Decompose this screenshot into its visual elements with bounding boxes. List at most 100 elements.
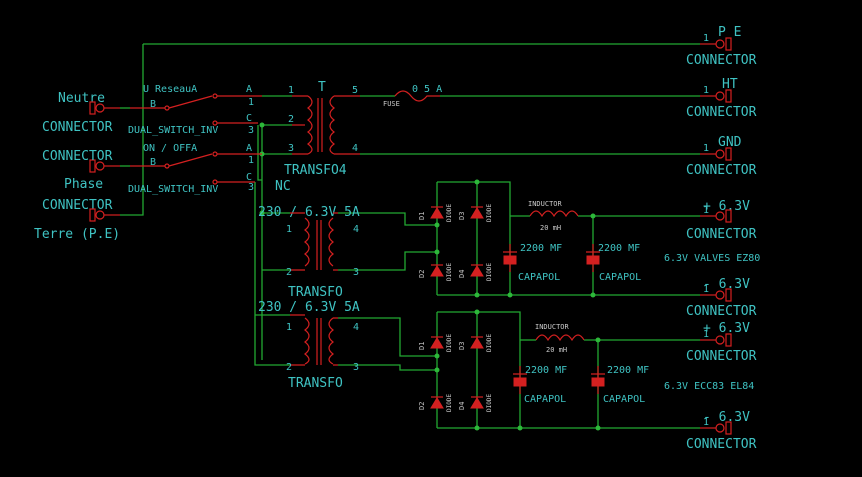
svg-text:1: 1 [703,329,709,340]
capacitor-c1-a[interactable]: 2200 MF CAPAPOL [503,243,562,283]
diode-d4-b[interactable]: D4 DIODE [458,394,493,412]
svg-text:ON / OFFA: ON / OFFA [143,143,197,154]
connector-pe-name: P E [718,25,741,40]
svg-text:4: 4 [352,143,358,154]
svg-text:C: C [246,113,252,124]
connector-plus-63v-b[interactable]: + 6.3V 1 CONNECTOR [686,321,757,364]
svg-text:FUSE: FUSE [383,100,400,108]
connector-gnd-ref: CONNECTOR [686,163,757,178]
transformer-t2[interactable]: 230 / 6.3V 5A 1 2 3 4 TRANSFO [258,205,360,300]
svg-text:Phase: Phase [64,177,103,192]
inductor-a[interactable]: INDUCTOR 20 mH [528,200,579,232]
svg-text:D3: D3 [458,212,466,220]
connector-neutre[interactable]: Neutre CONNECTOR [42,91,120,135]
svg-text:INDUCTOR: INDUCTOR [535,323,570,331]
diode-d1-b[interactable]: D1 DIODE [418,334,453,352]
svg-text:2200 MF: 2200 MF [525,365,567,376]
svg-text:CONNECTOR: CONNECTOR [42,198,113,213]
connector-mid[interactable]: CONNECTOR [42,149,120,173]
svg-text:0 5 A: 0 5 A [412,84,442,95]
svg-text:DIODE: DIODE [446,263,453,281]
svg-text:+ 6.3V: + 6.3V [703,199,750,214]
transformer-t1[interactable]: T 1 2 3 5 4 TRANSFO4 [284,80,360,178]
connector-phase[interactable]: Phase CONNECTOR [42,177,113,213]
svg-text:CONNECTOR: CONNECTOR [686,437,757,452]
diode-d4-a[interactable]: D4 DIODE [458,263,493,281]
svg-text:3: 3 [353,267,359,278]
svg-text:4: 4 [353,224,359,235]
svg-text:CAPAPOL: CAPAPOL [603,394,645,405]
transformer-t3[interactable]: 230 / 6.3V 5A 1 2 3 4 TRANSFO [258,300,360,391]
svg-text:4: 4 [353,322,359,333]
svg-text:Terre (P.E): Terre (P.E) [34,227,120,242]
svg-text:CONNECTOR: CONNECTOR [42,120,113,135]
svg-text:B: B [150,157,156,168]
connector-plus-63v-a[interactable]: + 6.3V 1 CONNECTOR [686,199,757,242]
nc-label: NC [275,179,291,194]
svg-text:D2: D2 [418,402,426,410]
connector-ht[interactable]: HT 1 CONNECTOR [686,77,757,120]
svg-text:DIODE: DIODE [446,394,453,412]
svg-text:1: 1 [703,85,709,96]
fuse[interactable]: 0 5 A FUSE [383,84,442,108]
capacitor-c2-b[interactable]: 2200 MF CAPAPOL [591,365,649,405]
svg-text:TRANSFO4: TRANSFO4 [284,163,347,178]
svg-text:Neutre: Neutre [58,91,105,106]
svg-text:D1: D1 [418,342,426,350]
svg-text:230 / 6.3V 5A: 230 / 6.3V 5A [258,300,360,315]
svg-text:1: 1 [286,224,292,235]
diode-d2-a[interactable]: D2 DIODE [418,263,453,281]
svg-text:A: A [246,84,252,95]
svg-text:20 mH: 20 mH [546,346,567,354]
svg-text:C: C [246,172,252,183]
diode-d3-a[interactable]: D3 DIODE [458,204,493,222]
svg-text:20 mH: 20 mH [540,224,561,232]
diode-d3-b[interactable]: D3 DIODE [458,334,493,352]
connector-minus-63v-b[interactable]: - 6.3V 1 CONNECTOR [686,410,757,452]
capacitor-c2-a[interactable]: 2200 MF CAPAPOL [586,243,641,283]
svg-text:+ 6.3V: + 6.3V [703,321,750,336]
diode-d1-a[interactable]: D1 DIODE [418,204,453,222]
connector-ht-ref: CONNECTOR [686,105,757,120]
svg-text:CONNECTOR: CONNECTOR [686,304,757,319]
svg-text:B: B [150,99,156,110]
svg-text:TRANSFO: TRANSFO [288,285,343,300]
junctions [259,122,601,431]
svg-text:D4: D4 [458,270,466,278]
svg-text:1: 1 [703,417,709,428]
diode-d2-b[interactable]: D2 DIODE [418,394,453,412]
svg-text:D1: D1 [418,212,426,220]
svg-text:U ReseauA: U ReseauA [143,84,197,95]
svg-text:1: 1 [288,85,294,96]
svg-text:1: 1 [248,97,254,108]
svg-text:D3: D3 [458,342,466,350]
svg-text:D4: D4 [458,402,466,410]
note-valves-ez80: 6.3V VALVES EZ80 [664,253,760,264]
svg-text:- 6.3V: - 6.3V [703,277,750,292]
capacitor-c1-b[interactable]: 2200 MF CAPAPOL [513,365,567,405]
switch-on-off[interactable]: ON / OFFA B DUAL_SWITCH_INV A 1 C 3 NC [128,143,291,195]
svg-text:T: T [318,80,326,95]
svg-text:INDUCTOR: INDUCTOR [528,200,563,208]
svg-text:2200 MF: 2200 MF [607,365,649,376]
connector-ht-name: HT [722,77,738,92]
svg-text:2: 2 [288,114,294,125]
connector-minus-63v-a[interactable]: - 6.3V 1 CONNECTOR [686,277,757,319]
switch-reseau[interactable]: U ReseauA B DUAL_SWITCH_INV A 1 C 3 [128,84,262,136]
svg-text:CAPAPOL: CAPAPOL [524,394,566,405]
connector-terre[interactable]: Terre (P.E) [34,208,120,242]
svg-text:DIODE: DIODE [486,334,493,352]
svg-text:3: 3 [353,362,359,373]
svg-text:1: 1 [703,33,709,44]
svg-text:1: 1 [248,155,254,166]
svg-text:230 / 6.3V 5A: 230 / 6.3V 5A [258,205,360,220]
svg-text:3: 3 [248,125,254,136]
inductor-b[interactable]: INDUCTOR 20 mH [535,323,585,354]
rectifier-2: D1 DIODE D3 DIODE D2 DIODE D4 DIODE INDU… [418,323,754,412]
svg-text:CONNECTOR: CONNECTOR [686,349,757,364]
svg-text:2200 MF: 2200 MF [520,243,562,254]
connector-pe[interactable]: P E 1 CONNECTOR [686,25,757,68]
connector-gnd[interactable]: GND 1 CONNECTOR [686,135,757,178]
svg-text:CAPAPOL: CAPAPOL [518,272,560,283]
